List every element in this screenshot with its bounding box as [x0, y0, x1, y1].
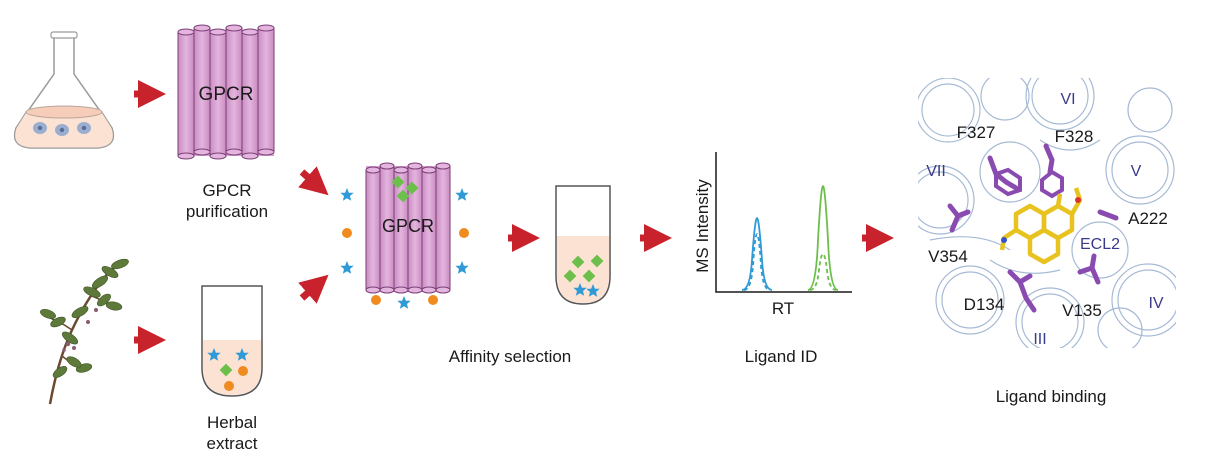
herbal-extract-label: Herbal extract [182, 412, 282, 454]
affinity-receptor-icon: GPCR [340, 162, 469, 309]
residue-label-f327: F327 [957, 123, 996, 142]
residue-label-d134: D134 [964, 295, 1005, 314]
dot-icon [224, 381, 234, 391]
arrows [134, 80, 894, 354]
receptor-label: GPCR [199, 84, 254, 105]
residue-label-v135: V135 [1062, 301, 1102, 320]
dot-icon [238, 366, 248, 376]
helix-label-v: V [1131, 163, 1142, 180]
flask-icon [13, 31, 115, 149]
herbal-label-line2: extract [206, 434, 258, 453]
helix-label-vii: VII [926, 163, 946, 180]
arrow-extract-to-affinity [298, 274, 329, 304]
helix-label-ecl2: ECL2 [1080, 236, 1120, 253]
affinity-selection-label: Affinity selection [448, 347, 572, 366]
dot-icon [342, 228, 352, 238]
receptor-icon: GPCR [177, 24, 275, 160]
ms-chart: MS Intensity RT [693, 152, 852, 318]
residue-label-a222: A222 [1128, 209, 1168, 228]
blue-trace-solid [741, 217, 773, 291]
ms-xlabel: RT [772, 299, 794, 318]
purification-label-line2: purification [185, 202, 269, 221]
dot-icon [428, 295, 438, 305]
purification-label: GPCR purification [170, 180, 284, 222]
arrow-purified-to-affinity [298, 166, 329, 196]
eluate-tube-icon [555, 185, 611, 305]
dot-icon [371, 295, 381, 305]
residue-label-v354: V354 [928, 247, 968, 266]
dot-icon [459, 228, 469, 238]
extract-tube-icon [201, 285, 263, 397]
herb-branch-icon [40, 258, 129, 405]
blue-trace-dashed [743, 233, 771, 291]
ligand-id-label: Ligand ID [744, 347, 818, 366]
helix-label-vi: VI [1060, 91, 1075, 108]
residue-label-f328: F328 [1055, 127, 1094, 146]
binding-structure: VI VII V IV III ECL2 F327 F328 A222 V354… [918, 78, 1176, 348]
affinity-receptor-label: GPCR [382, 216, 434, 236]
helix-label-iii: III [1033, 331, 1046, 348]
purification-label-line1: GPCR [202, 181, 252, 200]
green-trace-dashed [809, 253, 837, 291]
helix-label-iv: IV [1148, 295, 1163, 312]
herbal-label-line1: Herbal [206, 413, 258, 432]
ligand-binding-label: Ligand binding [995, 387, 1107, 406]
green-trace-solid [807, 185, 839, 291]
ms-ylabel: MS Intensity [693, 179, 712, 273]
